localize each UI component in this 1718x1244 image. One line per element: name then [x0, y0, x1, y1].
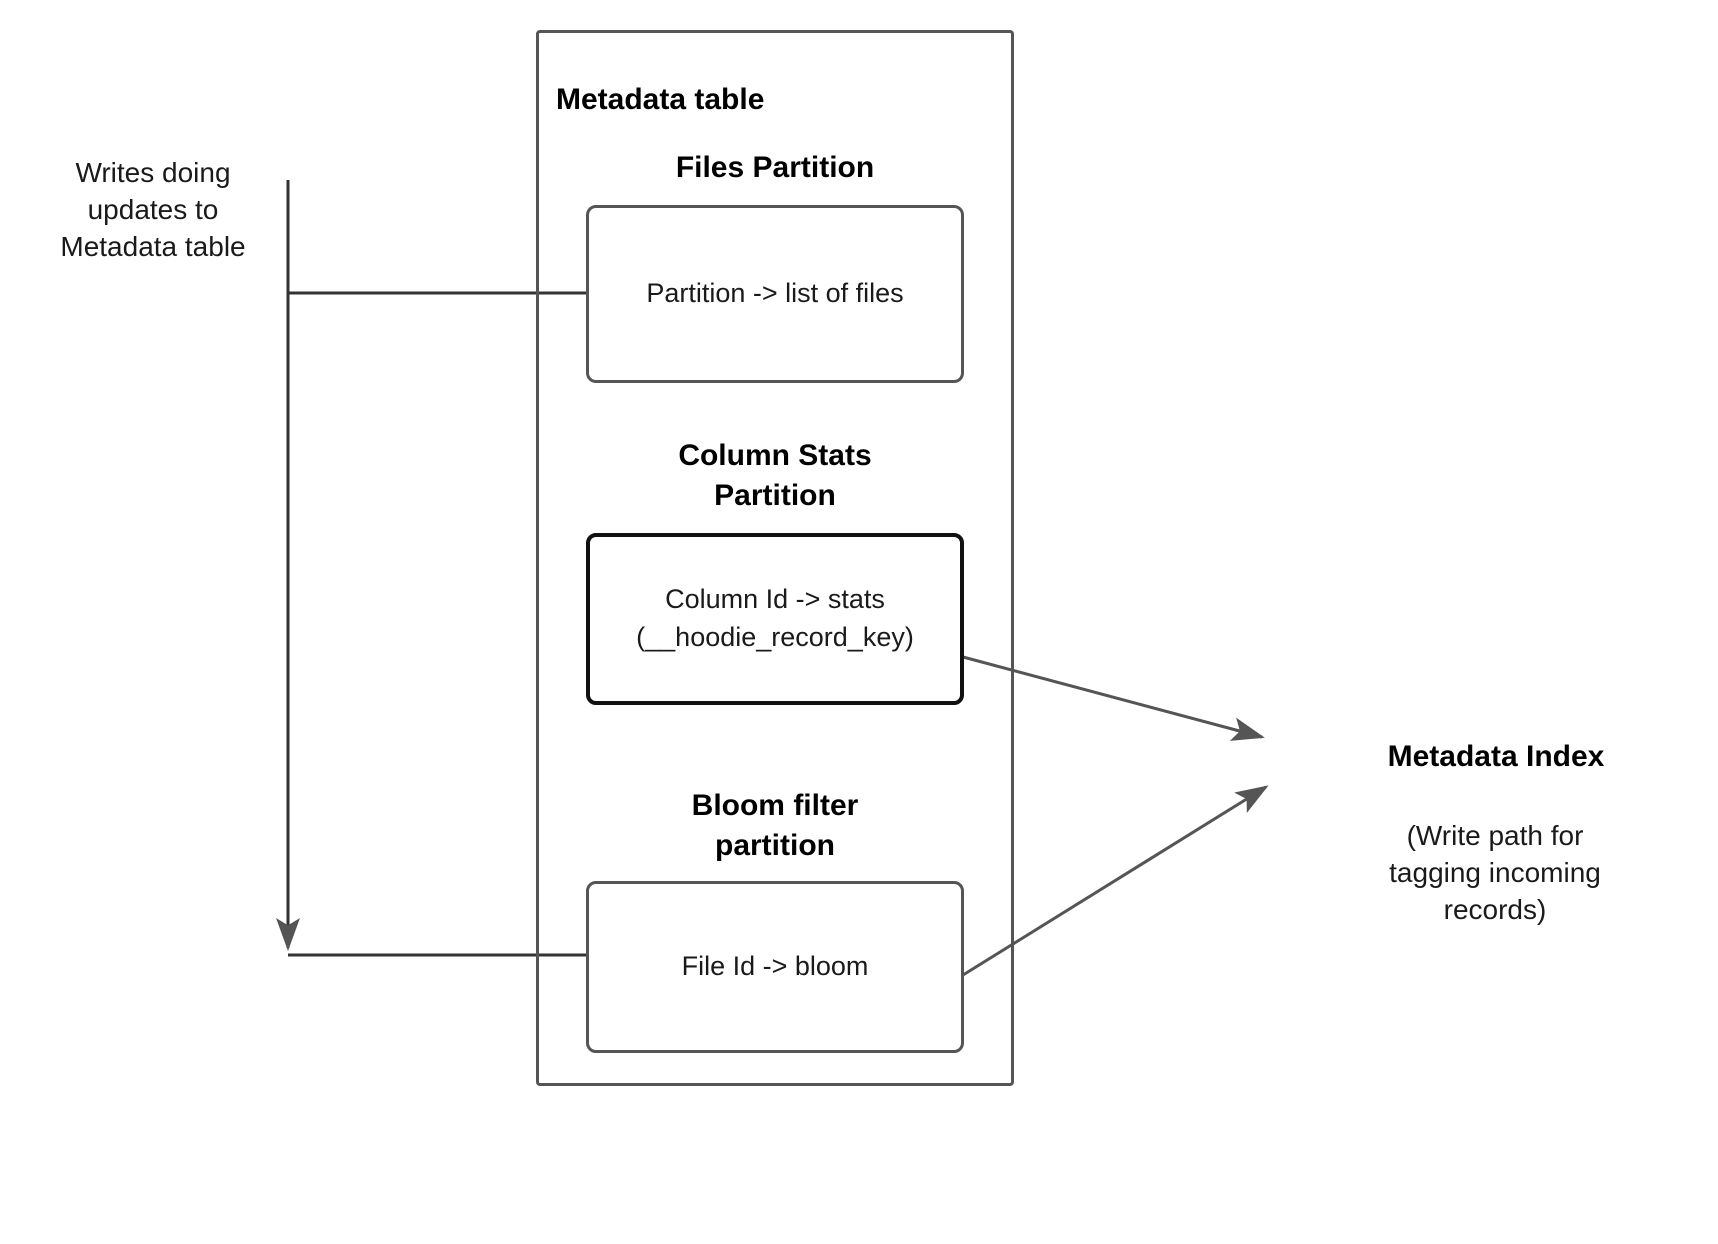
- metadata-index-title: Metadata Index: [1387, 740, 1605, 773]
- files-partition-box: Partition -> list of files: [586, 205, 964, 383]
- bloom-filter-partition-box-text: File Id -> bloom: [681, 951, 869, 982]
- column-stats-partition-heading: Column Stats Partition: [678, 439, 872, 512]
- column-stats-partition-box-text: Column Id -> stats (__hoodie_record_key): [636, 584, 914, 652]
- metadata-table-title: Metadata table: [556, 83, 765, 116]
- writes-annotation-label: Writes doing updates to Metadata table: [60, 157, 246, 262]
- metadata-table-container: [536, 30, 1014, 1086]
- metadata-index-caption: (Write path for tagging incoming records…: [1389, 820, 1601, 925]
- files-partition-heading: Files Partition: [675, 151, 875, 184]
- bloom-filter-partition-heading: Bloom filter partition: [691, 789, 859, 862]
- bloom-filter-partition-box: File Id -> bloom: [586, 881, 964, 1053]
- files-partition-box-text: Partition -> list of files: [646, 278, 904, 309]
- column-stats-partition-box: Column Id -> stats (__hoodie_record_key): [586, 533, 964, 705]
